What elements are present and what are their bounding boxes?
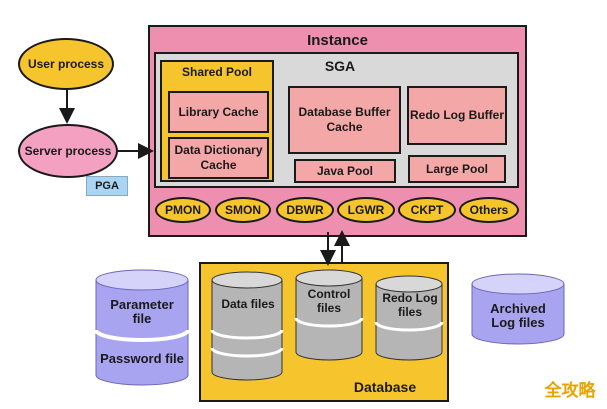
data-files-label: Data files (221, 297, 275, 311)
shared-pool-title: Shared Pool (181, 65, 252, 79)
library-cache-box: Library Cache (168, 91, 269, 133)
parameter-file-label: Parameter file (110, 297, 174, 326)
archived-log-files-cylinder (471, 273, 565, 345)
redo-log-buffer-box: Redo Log Buffer (407, 86, 507, 145)
user-process-ellipse: User process (18, 38, 114, 90)
instance-title: Instance (307, 31, 368, 49)
process-dbwr: DBWR (276, 197, 334, 223)
redo-log-files-label: Redo Log files (382, 291, 438, 319)
data-dictionary-cache-box: Data Dictionary Cache (168, 137, 269, 179)
parameter-password-cylinder (94, 269, 190, 386)
process-others: Others (459, 197, 519, 223)
process-ckpt: CKPT (398, 197, 456, 223)
control-files-cylinder (294, 269, 364, 361)
watermark-logo: 全攻略 (544, 380, 596, 401)
control-files-label: Control files (307, 287, 351, 315)
archived-log-files-label: Archived Log files (490, 301, 546, 330)
data-files-cylinder (210, 271, 284, 381)
sga-title: SGA (324, 58, 356, 74)
pga-label: PGA (86, 176, 128, 196)
redo-log-files-cylinder (374, 275, 444, 361)
database-buffer-cache-box: Database Buffer Cache (288, 86, 401, 154)
large-pool-box: Large Pool (408, 155, 506, 183)
java-pool-box: Java Pool (294, 159, 396, 183)
database-title: Database (353, 379, 417, 395)
process-pmon: PMON (155, 197, 211, 223)
process-smon: SMON (215, 197, 271, 223)
process-lgwr: LGWR (337, 197, 395, 223)
server-process-ellipse: Server process (18, 124, 118, 178)
password-file-label: Password file (100, 351, 184, 366)
